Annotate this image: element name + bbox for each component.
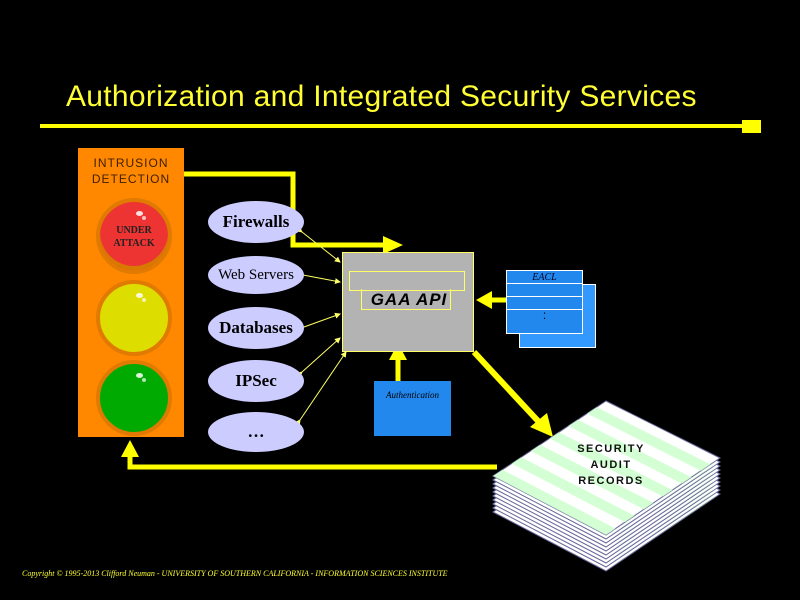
service-databases: Databases: [208, 307, 304, 349]
under-attack-label: UNDER ATTACK: [100, 224, 168, 250]
gaa-api-box: GAA API: [342, 252, 474, 352]
eacl-row-line: [507, 296, 582, 297]
audit-record-band: [549, 432, 673, 497]
yellow-light-glint: [136, 293, 143, 298]
service-web-servers: Web Servers: [208, 256, 304, 294]
eacl-to-gaa-arrowhead: [476, 291, 492, 309]
title-underline: [40, 124, 742, 128]
link-ipsec: [296, 337, 341, 378]
audit-record-band: [587, 407, 711, 471]
green-light: [96, 360, 172, 436]
gaa-to-audit-arrowhead: [530, 413, 553, 437]
eacl-row-line: [507, 283, 582, 284]
red-light: UNDER ATTACK: [96, 198, 172, 274]
authentication-label: Authentication: [386, 390, 439, 400]
eacl-document: EACL :: [506, 270, 583, 334]
slide-title: Authorization and Integrated Security Se…: [66, 80, 697, 113]
yellow-light: [96, 280, 172, 356]
link-databases: [298, 312, 341, 332]
service-firewalls: Firewalls: [208, 201, 304, 243]
audit-label-line1: SECURITY: [577, 443, 645, 455]
link-firewalls: [296, 226, 341, 263]
yellow-light-glint-small: [142, 298, 146, 302]
audit-to-ids-arrow: [127, 455, 497, 470]
audit-record-band: [568, 419, 692, 484]
title-underline-end: [742, 120, 761, 133]
green-light-glint-small: [142, 378, 146, 382]
ids-label-line2: DETECTION: [91, 172, 171, 186]
red-light-glint-small: [142, 216, 146, 220]
audit-label-line3: RECORDS: [578, 475, 644, 487]
red-light-glint: [136, 211, 143, 216]
intrusion-detection-label: INTRUSION DETECTION: [78, 155, 184, 187]
green-light-glint: [136, 373, 143, 378]
gaa-api-inner-frame: [349, 271, 465, 291]
service-ipsec: IPSec: [208, 360, 304, 402]
gaa-api-label: GAA API: [370, 290, 448, 309]
eacl-label: EACL: [532, 272, 557, 283]
gaa-to-audit-arrow: [471, 349, 541, 424]
audit-record-band: [511, 457, 635, 523]
ids-label-line1: INTRUSION: [93, 156, 169, 170]
audit-records-stack: [492, 400, 721, 572]
audit-record-band: [530, 444, 654, 510]
link-more: [294, 351, 347, 426]
security-audit-records-label: SECURITY AUDIT RECORDS: [556, 441, 666, 489]
under-attack-line1: UNDER: [116, 225, 152, 236]
audit-to-ids-arrowhead: [121, 440, 139, 457]
copyright-footer: Copyright © 1995-2013 Clifford Neuman - …: [22, 569, 448, 578]
authentication-box: Authentication: [374, 381, 451, 436]
audit-record-band: [493, 469, 616, 535]
gaa-api-label-frame: [361, 289, 451, 310]
eacl-ellipsis: :: [542, 308, 547, 322]
eacl-row-line: [507, 309, 582, 310]
under-attack-line2: ATTACK: [113, 238, 155, 249]
service-more: …: [208, 412, 304, 452]
link-webservers: [297, 271, 341, 285]
ids-to-gaa-arrowhead: [383, 236, 403, 254]
audit-label-line2: AUDIT: [590, 459, 632, 471]
